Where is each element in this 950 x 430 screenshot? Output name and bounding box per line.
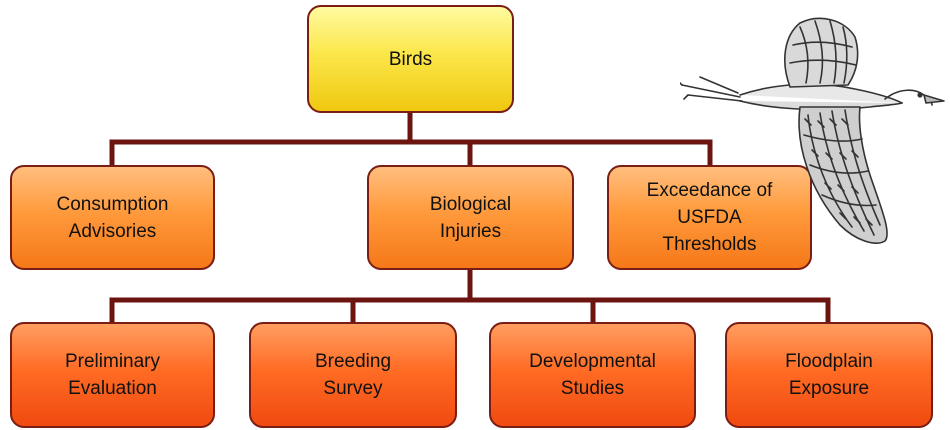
node-preliminary-evaluation: Preliminary Evaluation	[10, 322, 215, 428]
node-floodplain-exposure: Floodplain Exposure	[725, 322, 933, 428]
heron-in-flight-icon	[680, 17, 945, 244]
node-exceedance-usfda-thresholds: Exceedance of USFDA Thresholds	[607, 165, 812, 270]
node-consumption-advisories: Consumption Advisories	[10, 165, 215, 270]
node-breeding-survey: Breeding Survey	[249, 322, 457, 428]
node-birds: Birds	[307, 5, 514, 113]
node-developmental-studies: Developmental Studies	[489, 322, 696, 428]
node-biological-injuries: Biological Injuries	[367, 165, 574, 270]
